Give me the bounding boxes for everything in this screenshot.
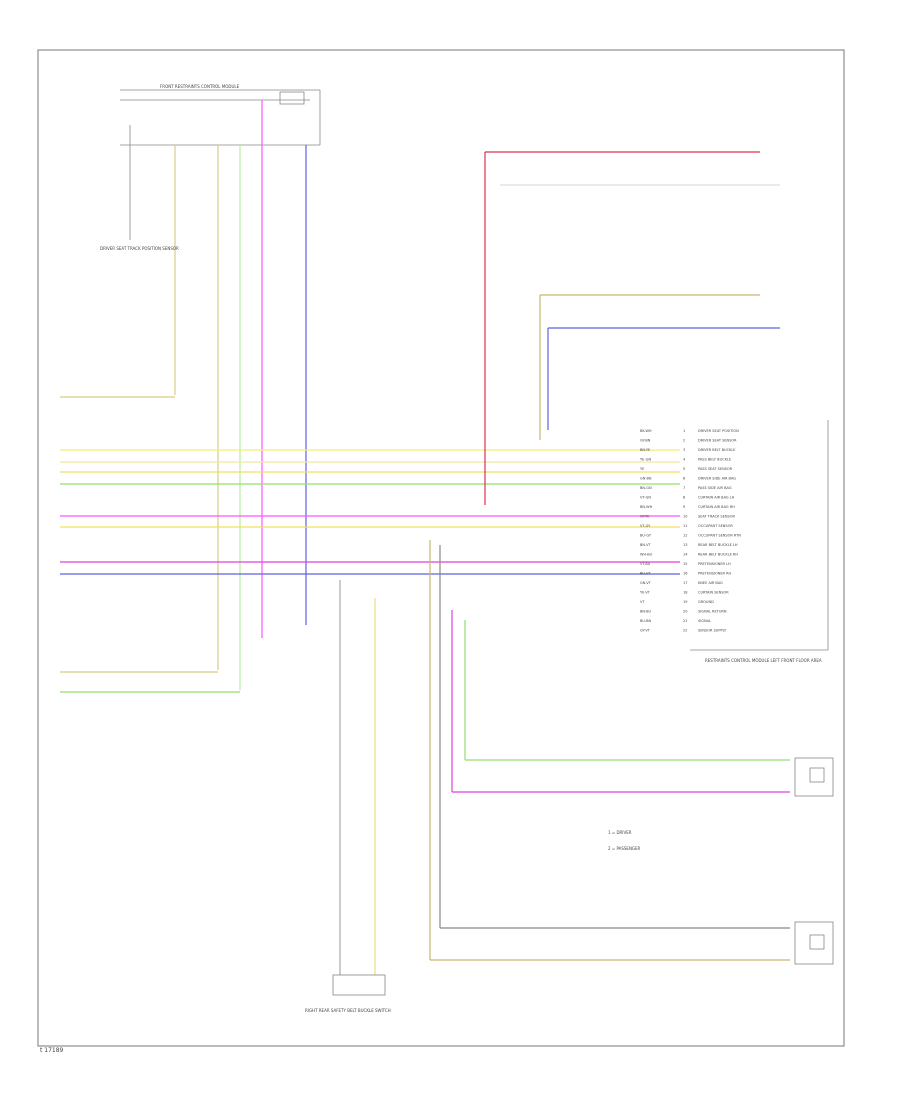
right-sensor-connectors bbox=[794, 757, 834, 965]
rcm-pin-number: 21 bbox=[683, 619, 687, 623]
rcm-pin-description: DRIVER SEAT SENSOR bbox=[698, 439, 737, 443]
rcm-pin-description: KNEE AIR BAG bbox=[698, 581, 723, 585]
rcm-pin-description: CURTAIN SENSOR bbox=[698, 591, 729, 595]
rcm-pin-color-code: BN-WH bbox=[640, 505, 653, 509]
rcm-pin-color-code: VT-GN bbox=[640, 496, 651, 500]
rcm-pin-number: 3 bbox=[683, 448, 685, 452]
rcm-pin-number: 22 bbox=[683, 629, 687, 633]
rcm-pin-number: 4 bbox=[683, 458, 686, 462]
rcm-pin-number: 10 bbox=[683, 515, 687, 519]
rcm-pin-color-code: YE-VT bbox=[640, 591, 651, 595]
rcm-pin-color-code: BN-GN bbox=[640, 486, 652, 490]
diagram-frame bbox=[37, 49, 845, 1047]
rcm-caption: RESTRAINTS CONTROL MODULE LEFT FRONT FLO… bbox=[705, 658, 822, 663]
rcm-pin-number: 13 bbox=[683, 543, 687, 547]
rcm-pin-number: 7 bbox=[683, 486, 685, 490]
bottom-connector-label: RIGHT REAR SAFETY BELT BUCKLE SWITCH bbox=[305, 1008, 391, 1013]
rcm-pin-number: 14 bbox=[683, 553, 688, 557]
rear-sensor-wires bbox=[484, 151, 780, 505]
rcm-pin-color-code: BN-VT bbox=[640, 543, 651, 547]
rcm-pin-number: 1 bbox=[683, 429, 685, 433]
rcm-pin-number: 11 bbox=[683, 524, 687, 528]
rcm-pin-description: SIGNAL RETURN bbox=[698, 610, 727, 614]
rcm-pin-color-code: GN-VT bbox=[640, 581, 652, 585]
top-module-label: FRONT RESTRAINTS CONTROL MODULE bbox=[160, 84, 240, 89]
rcm-pin-color-code: BN-YE bbox=[640, 448, 650, 452]
rcm-pin-color-code: WH-BU bbox=[640, 553, 653, 557]
rcm-pin-description: DRIVER SEAT POSITION bbox=[698, 429, 739, 433]
left-wire-stubs bbox=[60, 396, 680, 693]
rcm-pin-number: 16 bbox=[683, 572, 687, 576]
rcm-pin-number: 17 bbox=[683, 581, 687, 585]
rcm-pin-color-code: GY-BN bbox=[640, 439, 651, 443]
legend-1: 1 = DRIVER bbox=[608, 830, 632, 835]
top-module-wires bbox=[129, 100, 307, 690]
seat-switch-label: DRIVER SEAT TRACK POSITION SENSOR bbox=[100, 246, 179, 251]
rcm-pin-description: PRETENSIONER LH bbox=[698, 562, 731, 566]
lower-right-wires bbox=[339, 540, 790, 975]
rcm-pin-number: 15 bbox=[683, 562, 687, 566]
front-restraints-module: FRONT RESTRAINTS CONTROL MODULE bbox=[120, 84, 321, 146]
rcm-pin-color-code: YE-GN bbox=[640, 458, 651, 462]
rcm-pin-number: 12 bbox=[683, 534, 687, 538]
rcm-pin-color-code: GY-YE bbox=[640, 515, 649, 519]
legend-2: 2 = PASSENGER bbox=[608, 846, 641, 851]
rcm-pin-color-code: VT-BU bbox=[640, 562, 651, 566]
rcm-pin-color-code: VT-GY bbox=[640, 524, 651, 528]
rcm-pin-description: PASS BELT BUCKLE bbox=[698, 458, 731, 462]
rcm-pin-description: OCCUPANT SENSOR RTN bbox=[698, 534, 741, 538]
rcm-pin-description: CURTAIN AIR BAG RH bbox=[698, 505, 735, 509]
rcm-pin-color-code: VT bbox=[640, 600, 645, 604]
rcm-pin-description: REAR BELT BUCKLE LH bbox=[698, 543, 738, 547]
rcm-pin-number: 18 bbox=[683, 591, 687, 595]
rcm-pin-description: SEAT TRACK SENSOR bbox=[698, 515, 735, 519]
rcm-pin-number: 9 bbox=[683, 505, 685, 509]
rcm-pin-color-code: GY-VT bbox=[640, 629, 651, 633]
rcm-pin-description: GROUND bbox=[698, 600, 714, 604]
rcm-pin-description: OCCUPANT SENSOR bbox=[698, 524, 733, 528]
rcm-pin-color-code: BN-BU bbox=[640, 610, 652, 614]
bottom-connector: RIGHT REAR SAFETY BELT BUCKLE SWITCH bbox=[305, 974, 391, 1013]
rcm-pin-number: 2 bbox=[683, 439, 685, 443]
rcm-pin-color-code: GN-BN bbox=[640, 477, 652, 481]
rcm-pin-number: 19 bbox=[683, 600, 687, 604]
rcm-pin-color-code: BU-BN bbox=[640, 619, 652, 623]
rcm-pin-color-code: YE bbox=[640, 467, 644, 471]
rcm-pin-color-code: BU-VT bbox=[640, 572, 651, 576]
rcm-pin-description: REAR BELT BUCKLE RH bbox=[698, 553, 738, 557]
rcm-pin-description: DRIVER BELT BUCKLE bbox=[698, 448, 736, 452]
rcm-pin-description: PRETENSIONER RH bbox=[698, 572, 732, 576]
rcm-pin-description: SENSOR SUPPLY bbox=[698, 629, 727, 633]
rcm-pin-description: CURTAIN AIR BAG LH bbox=[698, 496, 735, 500]
rcm-connector: RESTRAINTS CONTROL MODULE LEFT FRONT FLO… bbox=[690, 420, 829, 663]
rcm-pin-number: 8 bbox=[683, 496, 685, 500]
rcm-pin-color-code: BK-WH bbox=[640, 429, 652, 433]
rcm-pin-color-code: BU-GY bbox=[640, 534, 652, 538]
rcm-pin-description: DRIVER SIDE AIR BAG bbox=[698, 477, 736, 481]
rcm-pin-description: PASS SIDE AIR BAG bbox=[698, 486, 732, 490]
rcm-pin-number: 6 bbox=[683, 477, 685, 481]
rcm-pin-number: 5 bbox=[683, 467, 685, 471]
footer-code: t 17189 bbox=[40, 1047, 64, 1054]
rcm-pin-description: SIGNAL bbox=[698, 619, 711, 623]
rcm-pin-description: PASS SEAT SENSOR bbox=[698, 467, 733, 471]
rcm-pin-number: 20 bbox=[683, 610, 687, 614]
